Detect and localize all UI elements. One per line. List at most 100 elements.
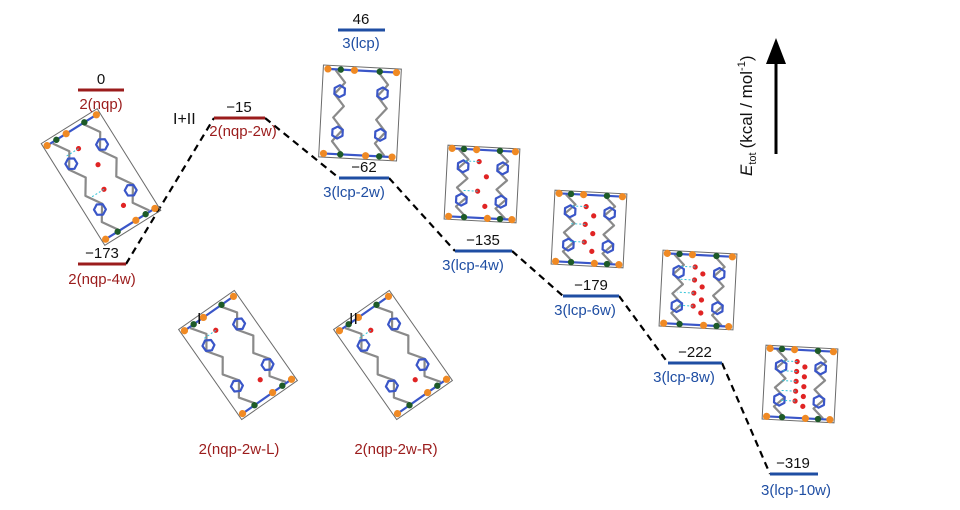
copper-atom (590, 259, 599, 267)
copper-atom (319, 149, 328, 158)
level-lcp-6w: −179 3(lcp-6w) (554, 277, 619, 319)
copper-atom (354, 313, 363, 322)
ligand-chain (812, 350, 828, 420)
hydrogen-bond (678, 265, 696, 268)
ring-shape (672, 264, 685, 279)
copper-atom (388, 153, 396, 161)
ring-shape (331, 125, 344, 140)
chloride-atom (814, 347, 822, 355)
chloride-atom (279, 382, 286, 389)
chloride-atom (337, 66, 344, 73)
isomer-marker: I (197, 311, 201, 328)
level-label: 3(lcp-2w) (323, 184, 385, 201)
level-value: 46 (353, 11, 370, 28)
hydrogen-bond (677, 291, 694, 294)
unit-cell (550, 189, 628, 269)
ring-shape (601, 239, 615, 254)
water-oxygen (800, 403, 806, 409)
ligand-chain (375, 305, 442, 383)
level-label: 3(lcp-10w) (761, 482, 831, 499)
copper-atom (618, 193, 627, 201)
copper-atom (660, 319, 668, 327)
water-oxygen (590, 231, 596, 237)
level-label: 2(nqp-4w) (68, 271, 136, 288)
water-oxygen (802, 364, 808, 370)
hydrogen-bond (779, 389, 796, 392)
ring-shape (563, 204, 577, 219)
level-label: 2(nqp-2w) (209, 123, 277, 140)
hydrogen-bond (570, 205, 587, 208)
ligand-chain (670, 253, 685, 325)
level-lcp-4w: −135 3(lcp-4w) (442, 232, 512, 274)
ring-shape (812, 394, 826, 409)
isomer-I: I 2(nqp-2w-L) (197, 311, 279, 458)
chloride-atom (778, 413, 786, 421)
ligand-chain (83, 123, 150, 212)
copper-atom (132, 216, 140, 224)
hydrogen-bond (781, 360, 798, 363)
copper-atom (268, 388, 277, 397)
copper-atom (555, 189, 563, 197)
level-lcp-2w: −62 3(lcp-2w) (323, 159, 389, 201)
level-connectors (125, 117, 772, 475)
structure-lcp-4w (443, 144, 521, 224)
level-lcp: 46 3(lcp) (338, 11, 385, 52)
level-prefix: I+II (173, 111, 196, 128)
ring-shape (229, 379, 244, 393)
connector-lcp-8w-to-lcp-10w (720, 362, 772, 475)
connector-nqp-2w-to-lcp-2w (264, 117, 340, 179)
axis-label: Etot(kcal / mol-1) (736, 56, 759, 177)
structure-thumbnails (40, 64, 839, 424)
ligand-chain (373, 71, 390, 157)
ring-shape (232, 317, 247, 331)
structure-nqp-4w (40, 107, 162, 247)
chloride-atom (603, 192, 611, 200)
chloride-atom (53, 136, 60, 144)
copper-atom (766, 344, 774, 352)
ligand-chain (220, 305, 287, 383)
copper-atom (826, 416, 834, 424)
copper-atom (790, 346, 799, 354)
hydrogen-bond (203, 329, 217, 340)
ring-shape (670, 298, 684, 314)
water-oxygen (698, 297, 705, 303)
chloride-atom (676, 320, 683, 328)
copper-atom (423, 388, 432, 397)
copper-atom (361, 152, 370, 160)
chloride-atom (434, 382, 441, 389)
isomer-II: II 2(nqp-2w-R) (349, 311, 438, 458)
ring-shape (333, 84, 347, 99)
chloride-atom (603, 260, 611, 268)
water-oxygen (101, 186, 107, 192)
unit-cell (332, 289, 454, 421)
ring-shape (64, 157, 79, 171)
ligand-chain (494, 150, 510, 220)
level-lcp-10w: −319 3(lcp-10w) (761, 455, 831, 499)
level-label: 3(lcp-8w) (653, 369, 715, 386)
copper-atom (472, 146, 481, 154)
water-oxygen (793, 378, 799, 384)
water-oxygen (368, 327, 374, 333)
copper-atom (511, 148, 520, 156)
structure-lcp-10w (761, 344, 839, 424)
ligand-chain (601, 195, 617, 265)
copper-atom (448, 144, 456, 152)
level-value: −173 (85, 245, 119, 262)
ring-shape (356, 338, 371, 352)
level-label: 3(lcp-4w) (442, 257, 504, 274)
ligand-chain (772, 348, 788, 418)
ligand-chain (344, 327, 411, 405)
ring-shape (494, 194, 508, 209)
level-nqp: 0 2(nqp) (78, 71, 124, 113)
level-value: −135 (466, 232, 500, 249)
copper-atom (829, 348, 838, 356)
hydrogen-bond (461, 189, 478, 192)
copper-atom (801, 414, 810, 422)
copper-atom (350, 66, 359, 74)
structure-isomer-II (332, 289, 454, 421)
ring-shape (454, 192, 468, 207)
ligand-chain (711, 255, 726, 327)
connector-nqp-4w-to-nqp-2w (125, 117, 215, 265)
water-oxygen (800, 393, 806, 400)
